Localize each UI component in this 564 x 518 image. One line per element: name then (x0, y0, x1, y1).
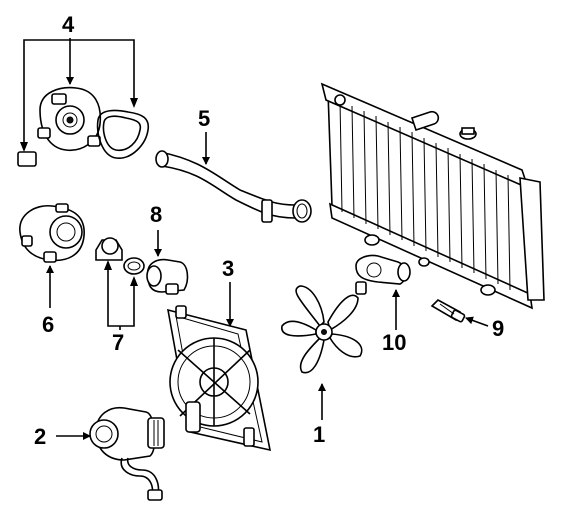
callout-5: 5 (198, 106, 210, 131)
callout-1: 1 (313, 422, 325, 447)
callout-7-leader (104, 260, 138, 330)
callout-4-leader (20, 38, 138, 152)
callout-3: 3 (222, 256, 234, 281)
callout-6: 6 (42, 312, 54, 337)
callout-8: 8 (150, 202, 162, 227)
callout-10: 10 (382, 330, 406, 355)
callout-2: 2 (34, 424, 46, 449)
thermostat-housing (19, 203, 85, 263)
radiator-hose (155, 150, 312, 223)
radiator (320, 82, 545, 310)
callout-9-leader (465, 316, 489, 327)
fan-blade (281, 285, 363, 374)
temp-switch (430, 299, 466, 323)
thermostat (95, 237, 145, 275)
water-pump (17, 86, 150, 167)
callout-4: 4 (62, 12, 75, 37)
callout-9: 9 (492, 316, 504, 341)
fan-motor (89, 406, 165, 501)
callout-7: 7 (112, 330, 124, 355)
water-outlet (146, 258, 189, 295)
fan-shroud (166, 305, 272, 452)
thermo-housing (355, 254, 411, 295)
